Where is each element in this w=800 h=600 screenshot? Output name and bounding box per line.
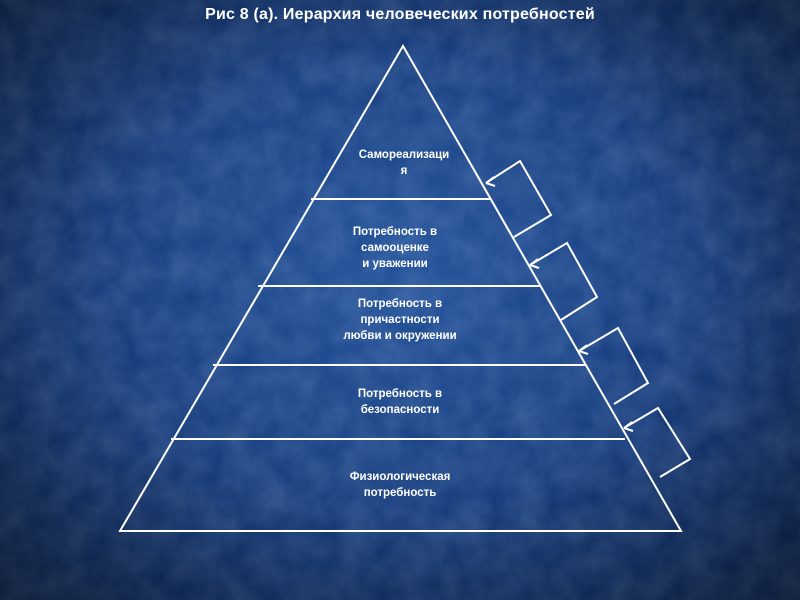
level-safety: Потребность в безопасности [357, 388, 443, 416]
step-arrow-1 [485, 159, 553, 238]
step-arrow-3 [578, 326, 650, 405]
step-arrow-2 [529, 241, 599, 321]
level-self-actualization: Самореализаци я [358, 149, 450, 177]
level-physiological: Физиологическая потребность [349, 471, 451, 499]
pyramid-outline [118, 44, 683, 532]
level-belonging: Потребность в причастности любви и окруж… [343, 298, 457, 342]
slide-title: Рис 8 (а). Иерархия человеческих потребн… [205, 6, 595, 23]
step-arrow-4 [623, 406, 692, 478]
level-esteem: Потребность в самооценке и уважении [352, 226, 438, 270]
